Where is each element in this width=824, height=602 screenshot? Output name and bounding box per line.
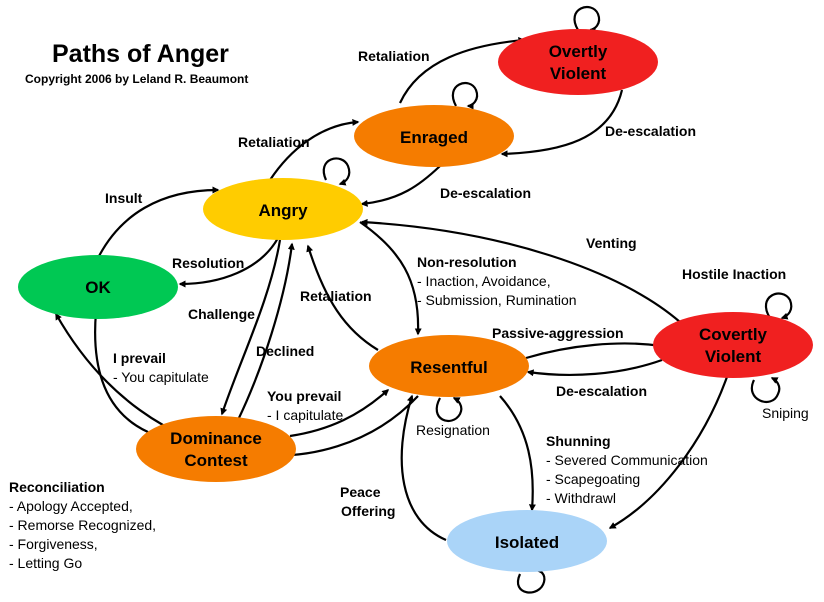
label-non-resolution-sub2: - Submission, Rumination xyxy=(417,292,577,308)
label-deescalation-enraged-angry: De-escalation xyxy=(440,185,531,201)
label-shunning: Shunning xyxy=(546,433,611,449)
label-reconciliation-sub3: - Forgiveness, xyxy=(9,536,98,552)
edge-deescalation-violent-enraged xyxy=(500,89,624,158)
node-isolated-shape xyxy=(447,510,607,572)
label-hostile-inaction: Hostile Inaction xyxy=(682,266,786,282)
node-resentful-shape xyxy=(369,335,529,397)
edge-angry-enraged xyxy=(269,118,360,181)
loop-covertly-violent xyxy=(764,292,793,320)
node-covertly-violent[interactable]: Covertly Violent xyxy=(653,312,813,378)
node-covertly-violent-label-2: Violent xyxy=(705,347,762,366)
loop-overtly-violent xyxy=(573,5,601,34)
label-deescalation-violent-enraged: De-escalation xyxy=(605,123,696,139)
label-retaliation-resentful-angry: Retaliation xyxy=(300,288,372,304)
loop-resentful xyxy=(435,397,463,423)
label-peace: Peace xyxy=(340,484,381,500)
diagram-title: Paths of Anger xyxy=(52,40,229,68)
label-resolution: Resolution xyxy=(172,255,244,271)
label-non-resolution-sub1: - Inaction, Avoidance, xyxy=(417,273,551,289)
label-sniping: Sniping xyxy=(762,405,809,421)
label-insult: Insult xyxy=(105,190,143,206)
node-overtly-violent-shape xyxy=(498,29,658,95)
node-isolated[interactable]: Isolated xyxy=(447,510,607,572)
label-resignation: Resignation xyxy=(416,422,490,438)
label-shunning-sub3: - Withdrawl xyxy=(546,490,616,506)
node-resentful-label: Resentful xyxy=(410,358,487,377)
node-enraged-shape xyxy=(354,105,514,167)
edge-shunning xyxy=(499,395,536,512)
label-declined: Declined xyxy=(256,343,314,359)
label-offering: Offering xyxy=(341,503,395,519)
node-angry-shape xyxy=(203,178,363,240)
loop-angry xyxy=(322,157,351,186)
node-angry[interactable]: Angry xyxy=(203,178,363,240)
edge-covert-isolated xyxy=(608,373,730,529)
label-non-resolution: Non-resolution xyxy=(417,254,517,270)
edge-deescalation-enraged-angry xyxy=(360,165,441,207)
label-reconciliation-sub2: - Remorse Recognized, xyxy=(9,517,156,533)
label-retaliation-angry-enraged: Retaliation xyxy=(238,134,310,150)
node-overtly-violent-label-1: Overtly xyxy=(549,42,608,61)
edge-venting xyxy=(360,218,681,323)
label-you-prevail: You prevail xyxy=(267,388,341,404)
label-venting: Venting xyxy=(586,235,637,251)
edge-labels: Insult Retaliation Retaliation De-escala… xyxy=(9,48,809,571)
label-you-capitulate: - You capitulate xyxy=(113,369,209,385)
loop-sniping xyxy=(750,377,781,404)
node-ok[interactable]: OK xyxy=(18,255,178,319)
node-ok-shape xyxy=(18,255,178,319)
label-i-prevail: I prevail xyxy=(113,350,166,366)
node-resentful[interactable]: Resentful xyxy=(369,335,529,397)
edge-enraged-overtly-violent xyxy=(399,37,526,104)
edge-non-resolution xyxy=(359,221,422,336)
node-enraged[interactable]: Enraged xyxy=(354,105,514,167)
node-covertly-violent-shape xyxy=(653,312,813,378)
loop-isolated xyxy=(516,566,546,594)
label-challenge: Challenge xyxy=(188,306,255,322)
copyright-notice: Copyright 2006 by Leland R. Beaumont xyxy=(25,72,248,86)
label-shunning-sub1: - Severed Communication xyxy=(546,452,708,468)
node-covertly-violent-label-1: Covertly xyxy=(699,325,768,344)
edge-declined xyxy=(237,242,295,421)
edge-passive-aggression xyxy=(525,341,664,360)
label-retaliation-enraged-violent: Retaliation xyxy=(358,48,430,64)
edge-challenge xyxy=(220,239,282,416)
edge-resolution xyxy=(178,237,279,288)
label-passive-aggression: Passive-aggression xyxy=(492,325,624,341)
node-enraged-label: Enraged xyxy=(400,128,468,147)
node-isolated-label: Isolated xyxy=(495,533,559,552)
edge-you-prevail xyxy=(289,389,390,438)
label-reconciliation-sub4: - Letting Go xyxy=(9,555,82,571)
label-i-capitulate: - I capitulate xyxy=(267,407,343,423)
label-reconciliation-sub1: - Apology Accepted, xyxy=(9,498,133,514)
node-dominance-contest[interactable]: Dominance Contest xyxy=(136,416,296,482)
edge-retaliation-resentful-angry xyxy=(306,244,379,351)
node-dominance-contest-shape xyxy=(136,416,296,482)
label-shunning-sub2: - Scapegoating xyxy=(546,471,640,487)
edge-i-prevail xyxy=(92,310,149,433)
node-dominance-contest-label-2: Contest xyxy=(184,451,248,470)
node-dominance-contest-label-1: Dominance xyxy=(170,429,262,448)
node-angry-label: Angry xyxy=(258,201,308,220)
edge-deescalation-covert-resentful xyxy=(526,358,663,377)
node-ok-label: OK xyxy=(85,278,111,297)
label-reconciliation: Reconciliation xyxy=(9,479,105,495)
label-deescalation-covert-resentful: De-escalation xyxy=(556,383,647,399)
node-overtly-violent-label-2: Violent xyxy=(550,64,607,83)
node-overtly-violent[interactable]: Overtly Violent xyxy=(498,29,658,95)
edge-insult xyxy=(97,186,220,259)
loop-enraged xyxy=(451,81,479,110)
edge-peace-offering xyxy=(400,394,447,542)
